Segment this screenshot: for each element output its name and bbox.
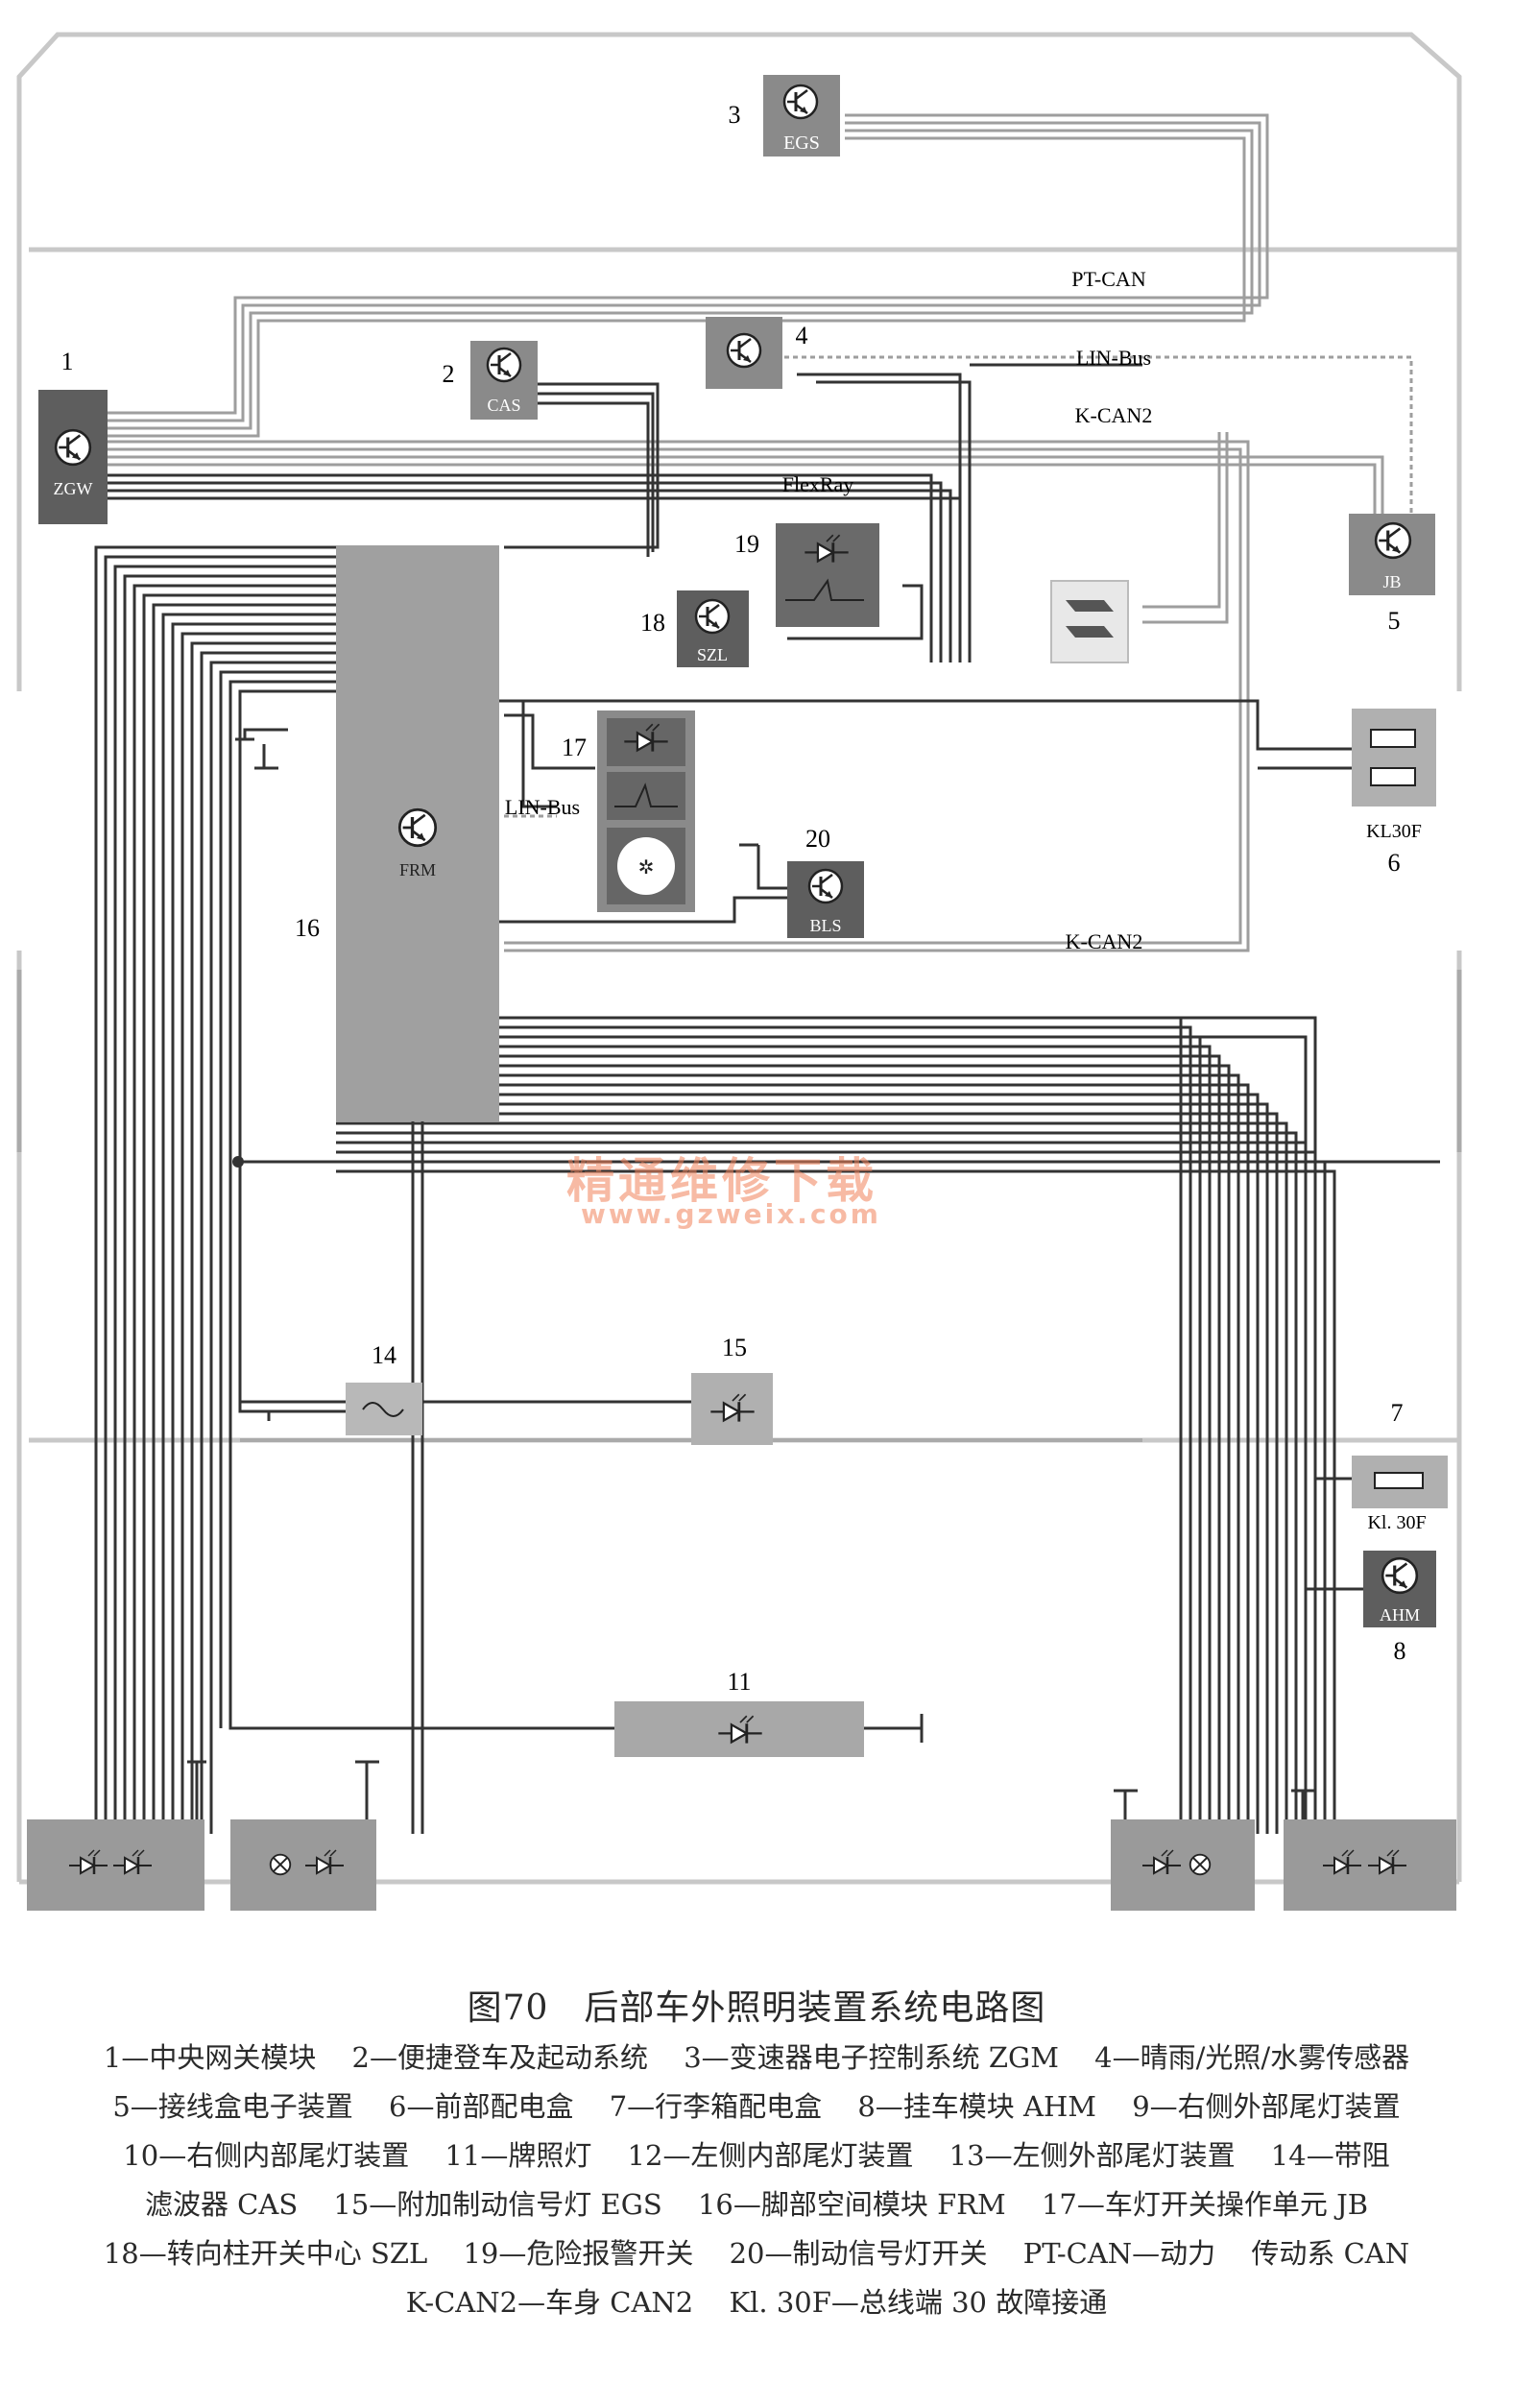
- k-can2-label-mid: K-CAN2: [1066, 929, 1143, 953]
- svg-text:4: 4: [796, 322, 808, 349]
- zgw-module: ZGW 1: [38, 348, 108, 524]
- legend-item: 传动系 CAN: [1251, 2237, 1410, 2270]
- svg-text:SZL: SZL: [697, 645, 728, 664]
- ground-symbols: [187, 728, 1315, 1824]
- junction-dot: [232, 1156, 244, 1168]
- legend-item: 19—危险报警开关: [463, 2237, 694, 2270]
- svg-text:FRM: FRM: [399, 860, 436, 879]
- svg-text:20: 20: [805, 825, 830, 853]
- svg-text:8: 8: [1394, 1637, 1406, 1665]
- svg-text:KL30F: KL30F: [1366, 821, 1422, 842]
- right-outer-tail-light-module: 9: [1284, 1819, 1456, 1955]
- legend-item: 3—变速器电子控制系统 ZGM: [684, 2041, 1059, 2074]
- svg-text:1: 1: [61, 348, 74, 375]
- unnamed-connector-icon: [1050, 580, 1129, 663]
- extra-brake-light-module: 15: [691, 1334, 773, 1445]
- light-switch-unit: ✲ 17: [562, 710, 695, 912]
- legend-item: 8—挂车模块 AHM: [857, 2090, 1096, 2123]
- legend-item: 7—行李箱配电盒: [609, 2090, 823, 2123]
- svg-text:18: 18: [640, 609, 665, 637]
- watermark-cn: 精通维修下载: [566, 1153, 877, 1209]
- interference-filter-module: 14: [346, 1341, 422, 1435]
- lin-bus-label-mid: LIN-Bus: [505, 795, 580, 819]
- egs-module: EGS 3: [729, 75, 840, 157]
- svg-text:7: 7: [1391, 1399, 1404, 1427]
- left-inner-tail-light-module: 12: [230, 1819, 376, 1955]
- legend-item: 12—左侧内部尾灯装置: [627, 2139, 914, 2172]
- svg-text:JB: JB: [1382, 572, 1401, 591]
- legend-item: 17—车灯开关操作单元 JB: [1041, 2188, 1369, 2221]
- svg-text:2: 2: [443, 360, 455, 388]
- flexray-label: FlexRay: [782, 472, 854, 496]
- lin-bus-label-top: LIN-Bus: [1076, 346, 1151, 370]
- rain-light-sensor-module: 4: [706, 317, 808, 389]
- cas-module: CAS 2: [443, 341, 538, 420]
- legend-item: 滤波器 CAS: [144, 2188, 299, 2221]
- legend-item: 16—脚部空间模块 FRM: [697, 2188, 1006, 2221]
- legend-item: Kl. 30F—总线端 30 故障接通: [729, 2286, 1108, 2319]
- legend-item: K-CAN2—车身 CAN2: [405, 2286, 694, 2319]
- svg-text:BLS: BLS: [809, 916, 841, 935]
- steering-column-switch-szl: SZL 18: [640, 590, 749, 667]
- trunk-power-distribution-box: Kl. 30F 7: [1352, 1399, 1448, 1533]
- svg-text:17: 17: [562, 734, 587, 761]
- svg-text:11: 11: [727, 1668, 751, 1696]
- legend-item: 9—右侧外部尾灯装置: [1132, 2090, 1401, 2123]
- pt-can-label: PT-CAN: [1071, 267, 1146, 291]
- svg-text:Kl. 30F: Kl. 30F: [1367, 1512, 1426, 1533]
- trailer-module-ahm: AHM 8: [1363, 1551, 1436, 1665]
- watermark-url: www.gzweix.com: [581, 1198, 881, 1230]
- svg-text:EGS: EGS: [783, 132, 820, 154]
- svg-text:6: 6: [1388, 849, 1401, 877]
- legend-item: 18—转向柱开关中心 SZL: [103, 2237, 428, 2270]
- left-outer-tail-light-module: 13: [27, 1819, 204, 1955]
- svg-text:5: 5: [1388, 607, 1401, 635]
- legend-item: 14—带阻: [1270, 2139, 1390, 2172]
- svg-text:CAS: CAS: [487, 396, 520, 415]
- legend-item: 4—晴雨/光照/水雾传感器: [1094, 2041, 1410, 2074]
- legend-item: 20—制动信号灯开关: [729, 2237, 988, 2270]
- k-can2-label-top: K-CAN2: [1075, 403, 1153, 427]
- legend-item: 13—左侧外部尾灯装置: [949, 2139, 1236, 2172]
- svg-text:16: 16: [295, 914, 320, 942]
- frm-module: FRM 16: [295, 545, 499, 1121]
- brake-light-switch-bls: BLS 20: [787, 825, 864, 938]
- front-power-distribution-box: KL30F 6: [1352, 709, 1436, 877]
- legend-item: 1—中央网关模块: [103, 2041, 317, 2074]
- figure-legend: 1—中央网关模块 2—便捷登车及起动系统 3—变速器电子控制系统 ZGM 4—晴…: [19, 2034, 1494, 2327]
- legend-item: PT-CAN—动力: [1022, 2237, 1216, 2270]
- legend-item: 15—附加制动信号灯 EGS: [333, 2188, 662, 2221]
- legend-item: 6—前部配电盒: [389, 2090, 574, 2123]
- license-plate-light-module: 11: [614, 1668, 864, 1757]
- svg-text:3: 3: [729, 101, 741, 129]
- figure-title: 图70 后部车外照明装置系统电路图: [467, 1988, 1046, 2028]
- svg-text:✲: ✲: [638, 857, 655, 879]
- legend-item: 5—接线盒电子装置: [112, 2090, 353, 2123]
- svg-text:AHM: AHM: [1380, 1605, 1420, 1625]
- svg-text:ZGW: ZGW: [54, 479, 93, 498]
- svg-text:14: 14: [372, 1341, 396, 1369]
- svg-text:19: 19: [734, 530, 759, 558]
- legend-item: 11—牌照灯: [444, 2139, 592, 2172]
- svg-text:15: 15: [722, 1334, 747, 1361]
- legend-item: 10—右侧内部尾灯装置: [123, 2139, 410, 2172]
- right-inner-tail-light-module: 10: [1111, 1819, 1255, 1955]
- hazard-switch-module: 19: [734, 523, 879, 627]
- signal-wires: [94, 363, 1440, 1834]
- legend-item: 2—便捷登车及起动系统: [351, 2041, 648, 2074]
- circuit-diagram: EGS 3 ZGW 1 CAS 2 4 JB 5 KL30F 6 Kl. 30F…: [16, 32, 1462, 1955]
- jb-module: JB 5: [1349, 514, 1435, 635]
